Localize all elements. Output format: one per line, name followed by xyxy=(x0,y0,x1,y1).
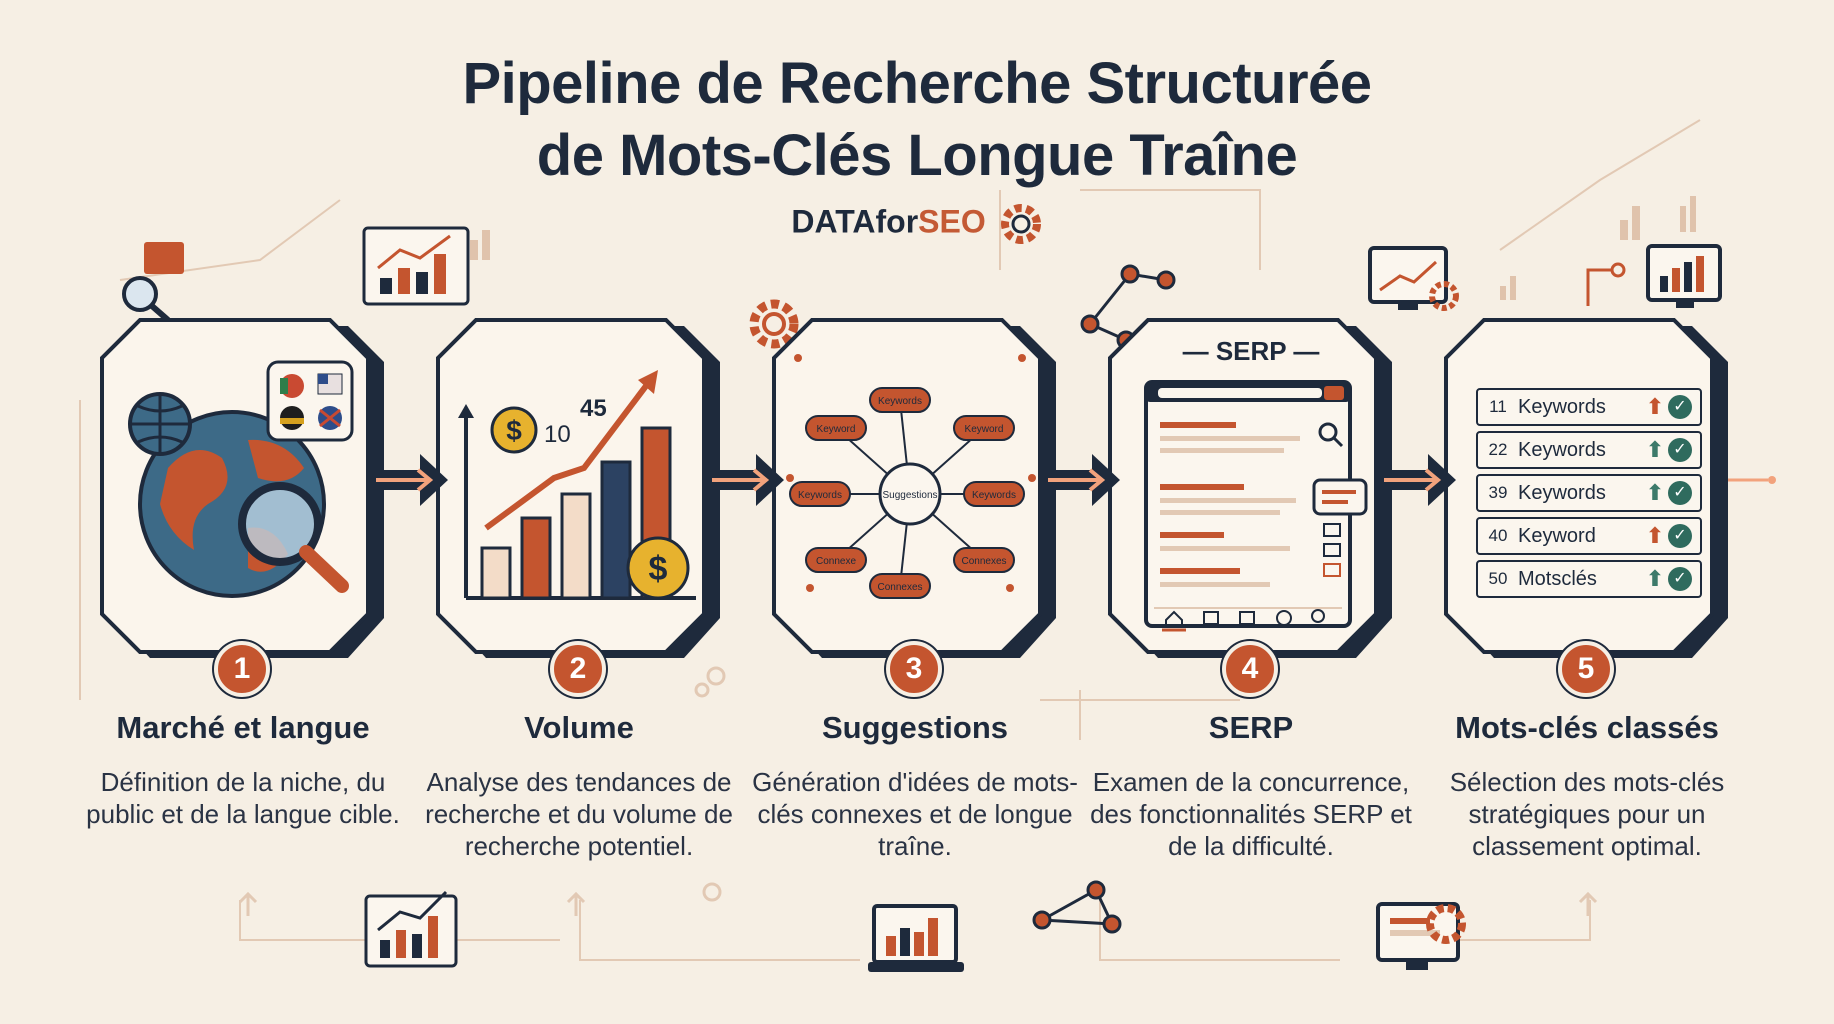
keyword-rank: 50 xyxy=(1488,569,1508,588)
check-icon: ✓ xyxy=(1668,438,1692,462)
step-number-badge: 1 xyxy=(214,641,270,697)
keyword-rank: 22 xyxy=(1488,440,1508,459)
monitor-chart-icon xyxy=(1368,246,1459,311)
check-icon: ✓ xyxy=(1668,567,1692,591)
keyword-row: 39 Keywords ⬆✓ xyxy=(1476,474,1702,512)
keyword-label: Motsclés xyxy=(1518,567,1597,590)
mind-map-node xyxy=(869,573,931,599)
mind-map-node-label: Keyword xyxy=(965,424,1004,435)
keyword-rank: 40 xyxy=(1488,526,1508,545)
gear-icon xyxy=(1000,204,1041,244)
arrow-right-icon xyxy=(376,454,448,506)
mind-map-node-label: Connexe xyxy=(816,556,856,567)
chart-label-45: 45 xyxy=(580,395,607,422)
trend-up-icon: ⬆ xyxy=(1645,394,1665,419)
keyword-row: 22 Keywords ⬆✓ xyxy=(1476,431,1702,469)
keyword-row: 50 Motsclés ⬆✓ xyxy=(1476,560,1702,598)
mind-map-node xyxy=(789,481,851,507)
brand-part-1: DATAfor xyxy=(791,203,919,240)
step-title-4: SERP xyxy=(1208,710,1294,745)
trend-up-icon: ⬆ xyxy=(1645,480,1665,505)
step-card-1: 1 xyxy=(98,318,388,697)
keyword-label: Keyword xyxy=(1518,524,1596,547)
keyword-label: Keywords xyxy=(1518,395,1606,418)
mind-map-node-label: Connexes xyxy=(877,582,922,593)
serp-card-label: — SERP — xyxy=(1182,336,1320,366)
keyword-label: Keywords xyxy=(1518,481,1606,504)
page-title-line-2: de Mots-Clés Longue Traîne xyxy=(536,123,1298,188)
svg-text:$: $ xyxy=(506,415,522,446)
step-title-5: Mots-clés classés xyxy=(1455,710,1719,745)
step-description-1: Définition de la niche, du public et de … xyxy=(86,767,400,829)
step-number-badge: 5 xyxy=(1558,641,1614,697)
step-number-badge: 3 xyxy=(886,641,942,697)
step-title-3: Suggestions xyxy=(821,710,1008,745)
mind-map-center-label: Suggestions xyxy=(882,490,937,501)
keyword-row: 40 Keyword ⬆✓ xyxy=(1476,517,1702,555)
mind-map-node xyxy=(953,547,1015,573)
mind-map-node-label: Keywords xyxy=(972,490,1016,501)
brand-part-2: SEO xyxy=(918,203,986,240)
arrow-tail-icon xyxy=(1728,476,1776,484)
serp-browser-icon xyxy=(1144,380,1368,632)
step-description-4: Examen de la concurrence, des fonctionna… xyxy=(1090,767,1412,861)
bar-chart-icon: $ $ 10 45 xyxy=(458,370,696,600)
keyword-row: 11 Keywords ⬆✓ xyxy=(1476,388,1702,426)
bottom-monitor-gear-icon xyxy=(1376,902,1466,970)
mind-map-icon: SuggestionsKeywordKeywordsKeywordKeyword… xyxy=(786,354,1036,599)
step-description-5: Sélection des mots-clés stratégiques pou… xyxy=(1449,767,1725,861)
mind-map-node xyxy=(805,415,867,441)
check-icon: ✓ xyxy=(1668,524,1692,548)
step-card-4: — SERP — 4 xyxy=(1106,318,1396,697)
svg-text:$: $ xyxy=(649,550,668,588)
globe-magnifier-icon xyxy=(128,360,354,598)
mind-map-node xyxy=(869,387,931,413)
arrow-right-icon xyxy=(1384,454,1456,506)
gear-icon xyxy=(749,299,799,349)
step-description-3: Génération d'idées de mots-clés connexes… xyxy=(752,767,1078,861)
mind-map-node xyxy=(805,547,867,573)
arrow-right-icon xyxy=(1048,454,1120,506)
trend-up-icon: ⬆ xyxy=(1645,523,1665,548)
step-number-badge: 4 xyxy=(1222,641,1278,697)
bottom-laptop-icon xyxy=(868,904,964,972)
keyword-rank: 11 xyxy=(1489,397,1507,416)
keyword-rank: 39 xyxy=(1488,483,1508,502)
mind-map-node-label: Keywords xyxy=(878,396,922,407)
monitor-bars-icon xyxy=(1586,244,1722,308)
trend-up-icon: ⬆ xyxy=(1645,566,1665,591)
brand-logo: DATAforSEO xyxy=(0,202,1834,246)
mind-map-node xyxy=(963,481,1025,507)
page-title-line-1: Pipeline de Recherche Structurée xyxy=(462,51,1372,116)
serp-label-text: SERP xyxy=(1215,336,1287,366)
check-icon: ✓ xyxy=(1668,395,1692,419)
step-number-badge: 2 xyxy=(550,641,606,697)
bottom-chart-icon xyxy=(364,890,458,968)
trend-up-icon: ⬆ xyxy=(1645,437,1665,462)
mind-map-node xyxy=(953,415,1015,441)
mind-map-node-label: Keyword xyxy=(817,424,856,435)
check-icon: ✓ xyxy=(1668,481,1692,505)
step-title-1: Marché et langue xyxy=(116,710,370,745)
arrow-right-icon xyxy=(712,454,784,506)
magnifier-chart-icon xyxy=(122,242,184,323)
step-title-2: Volume xyxy=(524,710,634,745)
bottom-network-icon xyxy=(1032,880,1122,934)
mind-map-node-label: Connexes xyxy=(961,556,1006,567)
chart-label-10: 10 xyxy=(544,421,571,448)
mind-map-node-label: Keywords xyxy=(798,490,842,501)
keyword-label: Keywords xyxy=(1518,438,1606,461)
step-description-2: Analyse des tendances de recherche et du… xyxy=(425,767,733,861)
step-card-2: $ $ 10 45 2 xyxy=(434,318,724,697)
